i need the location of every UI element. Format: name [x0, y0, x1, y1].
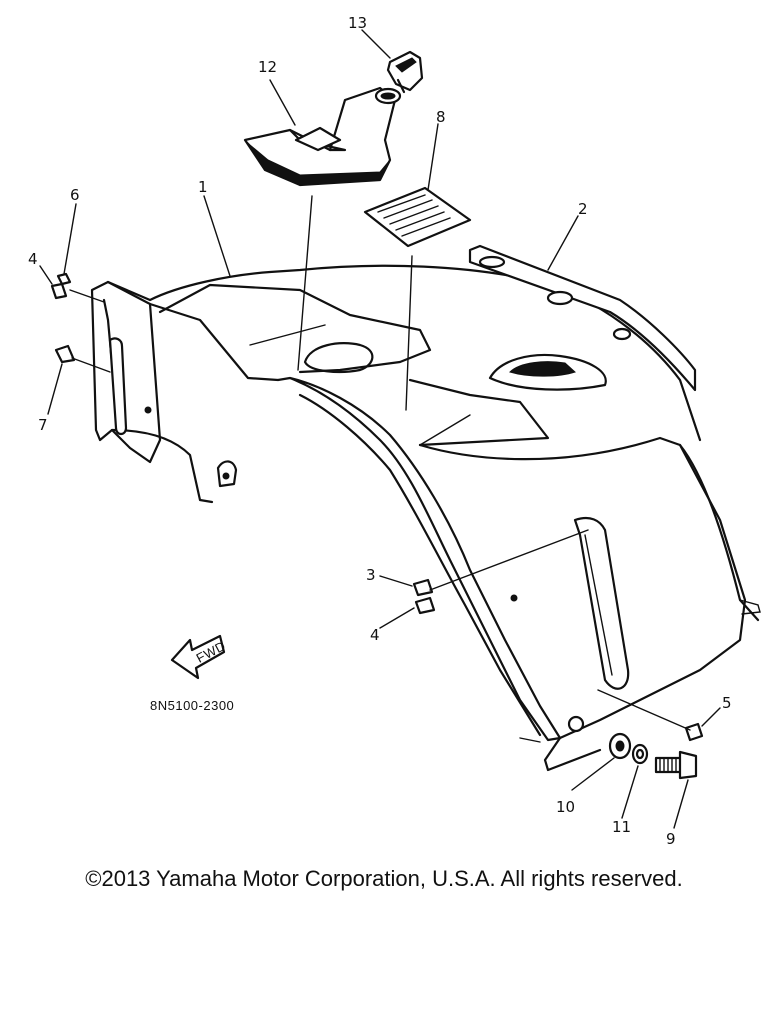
filler-neck-housing — [243, 86, 402, 187]
callout-3: 3 — [366, 566, 376, 584]
callout-8: 8 — [436, 108, 446, 126]
fasteners — [608, 732, 698, 780]
copyright-notice: ©2013 Yamaha Motor Corporation, U.S.A. A… — [85, 866, 683, 891]
callout-5: 5 — [722, 694, 732, 712]
callout-2: 2 — [578, 200, 588, 218]
callout-10: 10 — [556, 798, 575, 816]
callout-7: 7 — [38, 416, 48, 434]
callout-9: 9 — [666, 830, 676, 848]
callout-4-left: 4 — [28, 250, 38, 268]
callout-1: 1 — [198, 178, 208, 196]
small-stickers — [50, 272, 704, 742]
fwd-direction-badge: FWD — [170, 634, 228, 680]
callout-13: 13 — [348, 14, 367, 32]
label-sticker — [363, 186, 472, 248]
callout-11: 11 — [612, 818, 631, 836]
drawing-code: 8N5100-2300 — [150, 698, 234, 713]
parts-exploded-diagram: FWD 1 2 3 4 4 5 6 7 8 9 10 11 12 13 8N51… — [28, 14, 761, 848]
callout-12: 12 — [258, 58, 277, 76]
callout-6: 6 — [70, 186, 80, 204]
callout-numbers: 1 2 3 4 4 5 6 7 8 9 10 11 12 13 — [28, 14, 732, 848]
leader-lines — [39, 29, 721, 829]
cover-body — [90, 264, 761, 772]
callout-4-right: 4 — [370, 626, 380, 644]
side-trim-strip — [468, 244, 697, 392]
filler-cap — [386, 50, 424, 94]
